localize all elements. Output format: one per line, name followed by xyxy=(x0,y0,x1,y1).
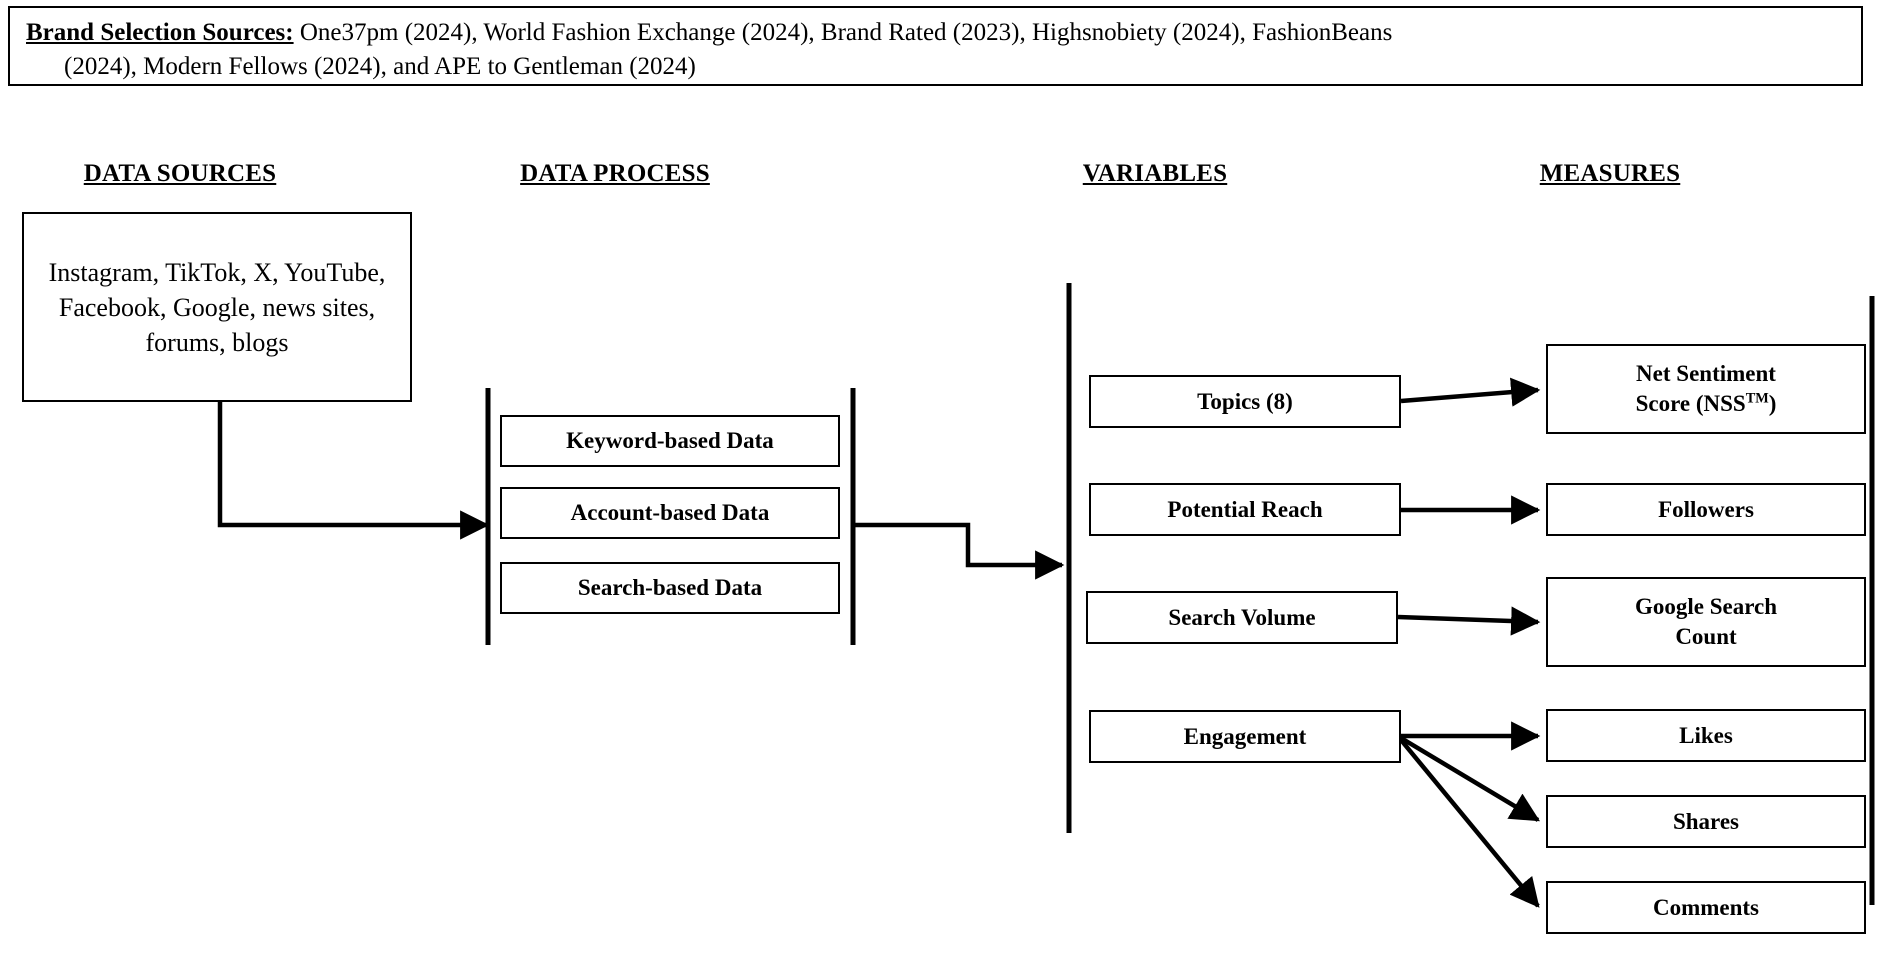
variable-label: Topics (8) xyxy=(1197,388,1293,414)
measure-box-google-search-count[interactable]: Google Search Count xyxy=(1546,577,1866,667)
wire-process-to-variables xyxy=(853,522,1065,580)
variable-box-search-volume[interactable]: Search Volume xyxy=(1086,591,1398,644)
measure-label-line2: Count xyxy=(1675,624,1737,649)
column-heading-measures: MEASURES xyxy=(1539,160,1681,187)
note-line-2: (2024), Modern Fellows (2024), and APE t… xyxy=(64,53,696,80)
variable-label: Search Volume xyxy=(1168,604,1316,630)
variable-label: Potential Reach xyxy=(1167,496,1323,522)
column-heading-data-sources: DATA SOURCES xyxy=(83,160,277,187)
measure-box-comments[interactable]: Comments xyxy=(1546,881,1866,934)
note-lead-label: Brand Selection Sources: xyxy=(26,19,294,46)
brand-selection-sources-note: Brand Selection Sources: One37pm (2024),… xyxy=(8,6,1863,86)
measure-label-wrap: Net Sentiment Score (NSSTM) xyxy=(1636,359,1777,419)
measure-label: Shares xyxy=(1672,808,1740,834)
process-label: Account-based Data xyxy=(570,500,770,525)
measure-label: Followers xyxy=(1658,496,1754,522)
data-sources-box: Instagram, TikTok, X, YouTube, Facebook,… xyxy=(22,212,412,402)
variable-box-engagement[interactable]: Engagement xyxy=(1089,710,1401,763)
process-label: Search-based Data xyxy=(577,575,763,600)
data-sources-text: Instagram, TikTok, X, YouTube, Facebook,… xyxy=(48,257,386,357)
measure-label-trademark: TM xyxy=(1745,390,1769,407)
variable-box-potential-reach[interactable]: Potential Reach xyxy=(1089,483,1401,536)
measure-label-line1: Net Sentiment xyxy=(1636,361,1776,386)
variable-label: Engagement xyxy=(1183,723,1307,749)
measure-box-likes[interactable]: Likes xyxy=(1546,709,1866,762)
process-box-account-based-data[interactable]: Account-based Data xyxy=(500,487,840,539)
measure-label: Comments xyxy=(1652,894,1760,920)
measure-label-line1: Google Search xyxy=(1634,594,1778,619)
process-box-search-based-data[interactable]: Search-based Data xyxy=(500,562,840,614)
column-heading-data-process: DATA PROCESS xyxy=(520,160,710,187)
wire-engagement-to-comments xyxy=(1399,738,1540,908)
measure-box-net-sentiment-score[interactable]: Net Sentiment Score (NSSTM) xyxy=(1546,344,1866,434)
wire-topics-to-nss xyxy=(1400,377,1541,407)
measure-label-line2: Score (NSS xyxy=(1635,391,1746,416)
process-box-keyword-based-data[interactable]: Keyword-based Data xyxy=(500,415,840,467)
measure-label-line3: ) xyxy=(1768,391,1777,416)
measure-label: Likes xyxy=(1679,722,1733,748)
wire-engagement-to-shares xyxy=(1399,736,1541,822)
measure-box-followers[interactable]: Followers xyxy=(1546,483,1866,536)
process-label: Keyword-based Data xyxy=(566,428,774,453)
note-line-1: Brand Selection Sources: One37pm (2024),… xyxy=(26,16,1847,50)
note-line-1-rest: One37pm (2024), World Fashion Exchange (… xyxy=(293,19,1393,46)
wire-sources-to-process xyxy=(217,402,490,540)
measure-box-shares[interactable]: Shares xyxy=(1546,795,1866,848)
column-heading-variables: VARIABLES xyxy=(1082,160,1228,187)
measure-label-wrap: Google Search Count xyxy=(1635,592,1777,652)
wire-volume-to-google-search-count xyxy=(1397,606,1541,636)
variable-box-topics[interactable]: Topics (8) xyxy=(1089,375,1401,428)
